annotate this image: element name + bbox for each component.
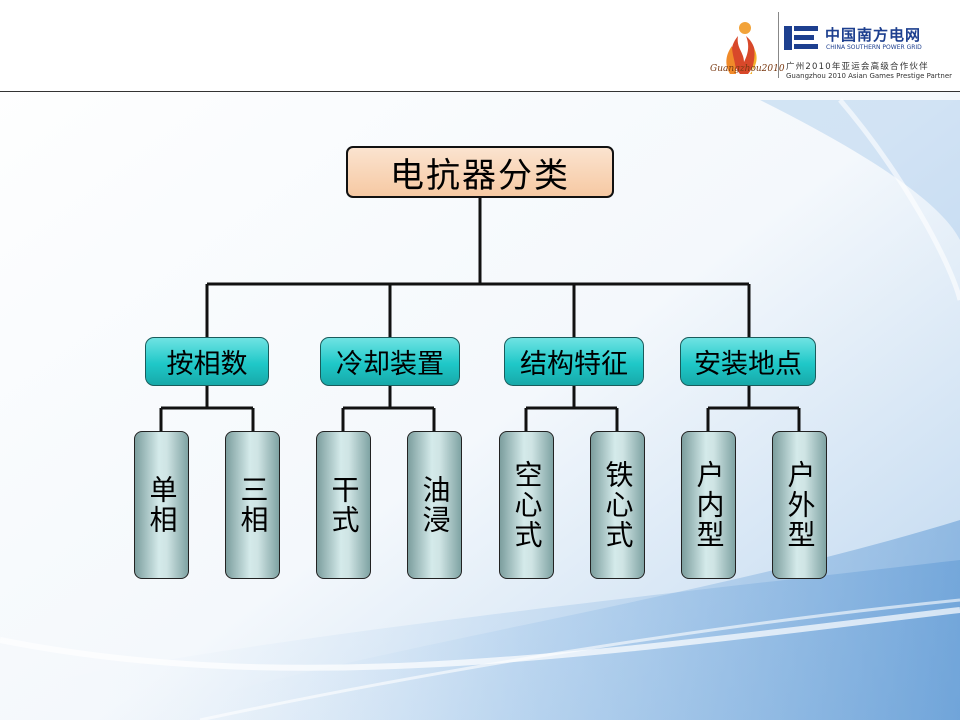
- partner-text-cn: 广州2010年亚运会高级合作伙伴: [786, 62, 929, 72]
- category-node-phase: 按相数: [145, 337, 269, 386]
- header-divider: [0, 91, 960, 92]
- leaf-node-single-phase: 单相: [134, 431, 189, 579]
- branch-cat-3: [706, 386, 801, 431]
- logo-group: Guangzhou2010 中国南方电网 CHINA SOUTHERN POWE…: [700, 6, 955, 86]
- leaf-node-oil-immersed: 油浸: [407, 431, 462, 579]
- partner-text-en: Guangzhou 2010 Asian Games Prestige Part…: [786, 72, 953, 80]
- branch-cat-0: [159, 386, 255, 431]
- category-node-cooling: 冷却装置: [320, 337, 460, 386]
- company-name-cn: 中国南方电网: [825, 26, 922, 44]
- csg-logo-icon: [784, 26, 818, 50]
- slide-header: Guangzhou2010 中国南方电网 CHINA SOUTHERN POWE…: [0, 0, 960, 92]
- partner-logo-text: Guangzhou2010: [710, 64, 785, 74]
- branch-cat-2: [524, 386, 619, 431]
- category-node-location: 安装地点: [680, 337, 816, 386]
- leaf-node-outdoor: 户外型: [772, 431, 827, 579]
- category-node-structure: 结构特征: [504, 337, 644, 386]
- branch-cat-1: [341, 386, 436, 431]
- leaf-node-dry-type: 干式: [316, 431, 371, 579]
- leaf-node-indoor: 户内型: [681, 431, 736, 579]
- leaf-node-three-phase: 三相: [225, 431, 280, 579]
- company-name-en: CHINA SOUTHERN POWER GRID: [826, 44, 922, 51]
- asian-games-flame-logo: [726, 22, 757, 74]
- root-node: 电抗器分类: [346, 146, 614, 198]
- leaf-node-iron-core: 铁心式: [590, 431, 645, 579]
- logo-divider: [778, 12, 779, 78]
- leaf-node-air-core: 空心式: [499, 431, 554, 579]
